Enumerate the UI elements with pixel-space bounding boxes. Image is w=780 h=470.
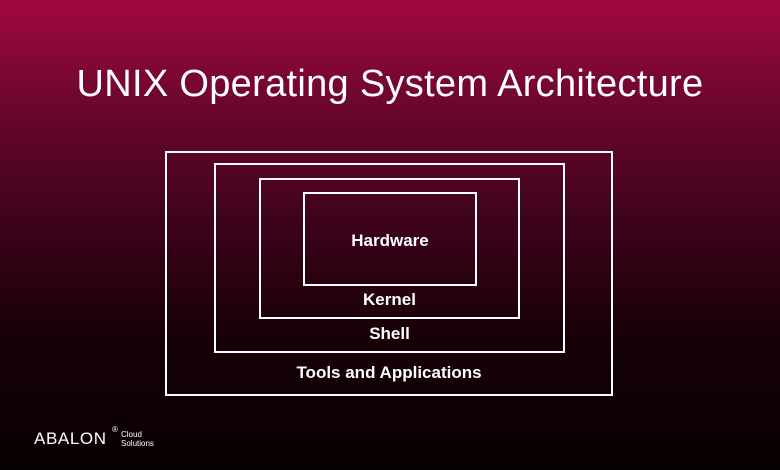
layer-kernel: Kernel <box>259 178 520 319</box>
layer-hardware: Hardware <box>303 192 477 286</box>
layer-label-hardware: Hardware <box>351 231 429 250</box>
layer-tools-and-applications: Tools and Applications <box>165 151 613 396</box>
logo-tagline-line2: Solutions <box>121 439 154 448</box>
logo-wordmark: ABALON <box>34 429 107 448</box>
layer-label-shell: Shell <box>369 324 410 343</box>
layer-label-tools-and-applications: Tools and Applications <box>296 363 482 382</box>
layer-shell: Shell <box>214 163 565 353</box>
logo-tagline: Cloud Solutions <box>121 430 165 448</box>
logo-tagline-line1: Cloud <box>121 430 142 439</box>
page-title: UNIX Operating System Architecture <box>76 63 704 105</box>
registered-mark: ® <box>112 425 118 434</box>
layer-label-kernel: Kernel <box>363 290 416 309</box>
